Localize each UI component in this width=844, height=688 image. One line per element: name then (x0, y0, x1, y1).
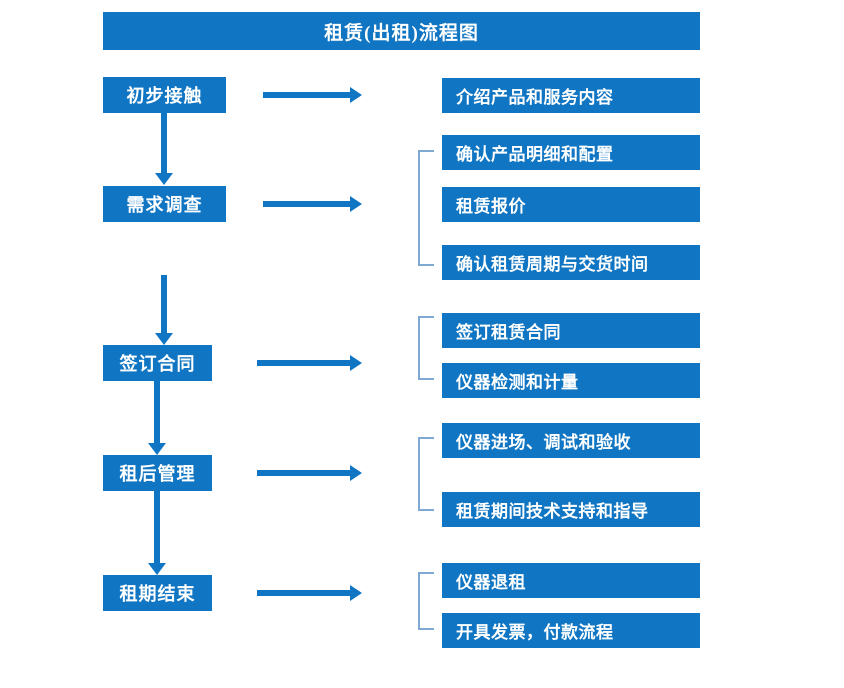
detail-box-5[interactable]: 签订租赁合同 (442, 313, 700, 348)
right-arrow-icon-5 (257, 585, 362, 601)
right-arrow-icon-3 (257, 355, 362, 371)
detail-box-4[interactable]: 确认租赁周期与交货时间 (442, 245, 700, 280)
right-arrow-icon-4 (257, 465, 362, 481)
detail-box-7[interactable]: 仪器进场、调试和验收 (442, 423, 700, 458)
down-arrow-icon-2 (155, 275, 173, 345)
stage-box-1[interactable]: 初步接触 (103, 77, 226, 113)
down-arrow-icon-4 (148, 491, 166, 575)
right-arrow-icon-1 (263, 87, 362, 103)
detail-box-2[interactable]: 确认产品明细和配置 (442, 135, 700, 170)
stage-box-3[interactable]: 签订合同 (103, 345, 212, 381)
group-bracket-4 (418, 572, 434, 630)
detail-box-8[interactable]: 租赁期间技术支持和指导 (442, 492, 700, 527)
detail-box-3[interactable]: 租赁报价 (442, 187, 700, 222)
page-title: 租赁(出租)流程图 (103, 12, 700, 50)
detail-box-1[interactable]: 介绍产品和服务内容 (442, 78, 700, 113)
right-arrow-icon-2 (263, 196, 362, 212)
down-arrow-icon-1 (155, 113, 173, 185)
stage-box-5[interactable]: 租期结束 (103, 575, 212, 611)
group-bracket-1 (418, 150, 434, 266)
group-bracket-3 (418, 437, 434, 511)
detail-box-9[interactable]: 仪器退租 (442, 563, 700, 598)
detail-box-10[interactable]: 开具发票，付款流程 (442, 613, 700, 648)
detail-box-6[interactable]: 仪器检测和计量 (442, 363, 700, 398)
group-bracket-2 (418, 316, 434, 380)
down-arrow-icon-3 (148, 381, 166, 455)
stage-box-2[interactable]: 需求调查 (103, 186, 226, 222)
stage-box-4[interactable]: 租后管理 (103, 455, 212, 491)
